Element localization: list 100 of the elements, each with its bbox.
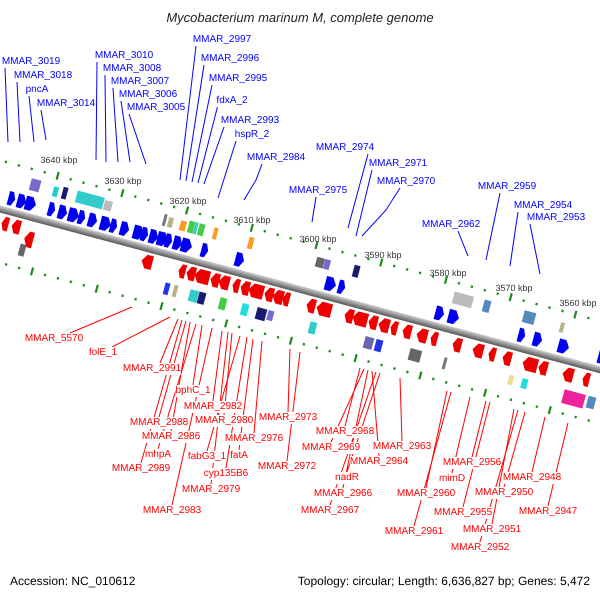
gene-label: MMAR_2997 [192, 34, 252, 46]
gene-label: nadR [335, 472, 359, 484]
leader-line [4, 68, 8, 142]
leader-line [348, 154, 368, 228]
gene-label: cyp135B6 [204, 468, 248, 480]
gene-label: MMAR_3018 [14, 70, 72, 82]
leader-line [510, 212, 518, 266]
gene-label: MMAR_2960 [396, 488, 456, 500]
gene-label: MMAR_2968 [316, 426, 374, 438]
leader-line [254, 340, 262, 434]
gene-label: MMAR_2996 [200, 53, 260, 65]
gene-label: MMAR_2967 [300, 505, 360, 517]
leader-line [120, 100, 130, 162]
leader-line [198, 106, 218, 184]
gene-label: MMAR_2974 [316, 142, 374, 154]
leader-line [400, 378, 402, 442]
leader-line [28, 96, 34, 142]
gene-label: MMAR_2976 [224, 433, 284, 445]
leader-line [472, 400, 486, 458]
gene-label: MMAR_2962 [422, 219, 480, 231]
gene-label: MMAR_2969 [302, 442, 360, 454]
gene-label: MMAR_2975 [288, 185, 348, 197]
gene-label: fdxA_2 [216, 95, 248, 107]
leader-line [458, 230, 468, 256]
scale-label: 3600 kbp [299, 234, 337, 244]
leader-line [160, 318, 178, 364]
gene-label: MMAR_2963 [372, 441, 432, 453]
gene-label: pncA [26, 84, 48, 96]
scale-label: 3570 kbp [495, 283, 533, 293]
gene-label: MMAR_3014 [36, 98, 96, 110]
scale-label: 3560 kbp [559, 298, 597, 308]
gene-label: MMAR_2972 [258, 461, 316, 473]
gene-label: fabG3_1 [188, 451, 226, 463]
gene-label: MMAR_2951 [462, 524, 522, 536]
leader-line [186, 64, 204, 182]
leader-line [492, 408, 514, 524]
leader-line [530, 224, 540, 274]
leader-line [16, 82, 20, 142]
gene-label: MMAR_2982 [184, 401, 242, 413]
gene-label: mhpA [144, 449, 172, 461]
leader-line [286, 352, 300, 462]
gene-label: MMAR_2983 [142, 505, 202, 517]
gene-label: MMAR_3008 [102, 63, 162, 75]
leader-line [192, 324, 202, 386]
gene-label: MMAR_2989 [112, 463, 170, 475]
gene-label: MMAR_2980 [194, 415, 254, 427]
gene-label: MMAR_2955 [434, 507, 492, 519]
scale-label: 3620 kbp [169, 196, 207, 206]
gene-label: folE_1 [88, 347, 118, 359]
leader-line [180, 46, 196, 180]
gene-label: MMAR_2956 [442, 457, 502, 469]
scale-label: 3630 kbp [104, 176, 142, 186]
leader-line [462, 402, 490, 508]
gene-label: MMAR_3005 [126, 102, 186, 114]
leader-line [218, 140, 236, 198]
gene-label: MMAR_2954 [514, 200, 572, 212]
leader-line [40, 110, 46, 140]
gene-label: MMAR_2966 [314, 488, 372, 500]
gene-label: MMAR_2964 [350, 456, 408, 468]
gene-label: MMAR_2984 [246, 152, 306, 164]
gene-label: MMAR_2986 [142, 431, 200, 443]
gene-label: MMAR_2947 [518, 506, 578, 518]
chart-title: Mycobacterium marinum M, complete genome [165, 10, 435, 25]
leader-line [244, 164, 262, 200]
leader-line [288, 348, 290, 412]
leader-line [212, 330, 222, 402]
gene-label: MMAR_3010 [94, 50, 154, 62]
scale-label: 3590 kbp [364, 250, 402, 260]
gene-label: MMAR_2970 [376, 176, 436, 188]
leader-line [532, 416, 546, 472]
leader-line [362, 188, 400, 236]
gene-label: MMAR_3006 [118, 89, 178, 101]
gene-label: MMAR_2995 [208, 73, 268, 85]
leader-line [312, 196, 316, 222]
scale-label: 3640 kbp [40, 155, 78, 165]
leader-line [372, 370, 380, 456]
gene-label: bphC_1 [175, 385, 211, 397]
leader-line [344, 368, 360, 426]
scale-label: 3610 kbp [233, 215, 271, 225]
gene-label: MMAR_2973 [258, 412, 318, 424]
leader-line [112, 316, 170, 348]
leader-line [426, 390, 448, 488]
gene-label: MMAR_3019 [2, 56, 60, 68]
gene-label: MMAR_2988 [130, 417, 188, 429]
gene-label: MMAR_2948 [502, 472, 562, 484]
leader-line [486, 192, 500, 260]
leader-line [356, 170, 372, 236]
leader-line [104, 74, 106, 162]
leader-line [158, 320, 186, 418]
leader-line [128, 114, 146, 164]
gene-label: MMAR_2953 [526, 212, 586, 224]
gene-label: MMAR_3007 [110, 76, 170, 88]
footer-text: Topology: circular; Length: 6,636,827 bp; Genes: 5,472 [298, 574, 590, 588]
gene-label: hspR_2 [234, 129, 270, 141]
gene-label: MMAR_2959 [478, 181, 536, 193]
footer-text: Accession: NC_010612 [10, 574, 136, 588]
gene-label: MMAR_2979 [182, 484, 240, 496]
gene-label: MMAR_2952 [450, 542, 510, 554]
gene-label: MMAR_2961 [384, 526, 444, 538]
leader-line [112, 88, 118, 162]
